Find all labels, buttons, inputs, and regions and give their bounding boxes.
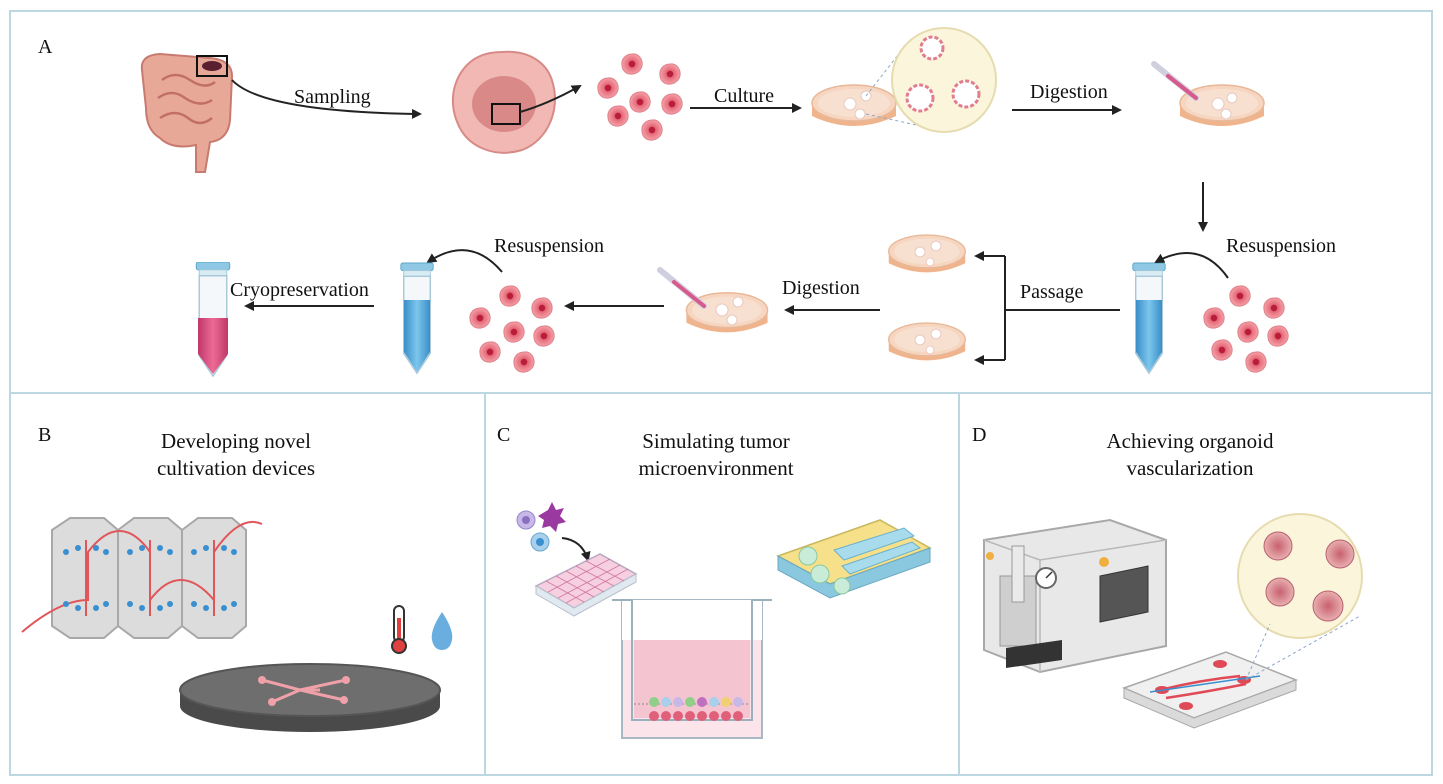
- resuspended-cells-1: [1203, 285, 1289, 373]
- panel-c-title-line2: microenvironment: [638, 456, 794, 480]
- panel-b-letter: B: [38, 424, 52, 446]
- panel-b-title-line1: Developing novel: [161, 429, 311, 453]
- panel-c-letter: C: [497, 424, 511, 446]
- resuspension-tube-2: [400, 262, 434, 374]
- vascular-organoid-zoom-icon: [1237, 513, 1363, 639]
- step-label-digestion-2: Digestion: [782, 277, 860, 299]
- panel-d-letter: D: [972, 424, 987, 446]
- pipette-icon-2: [657, 267, 707, 309]
- digestion-dish-icon: [1179, 84, 1265, 127]
- panel-a-letter: A: [38, 36, 53, 58]
- microfluidic-chip-array-icon: [21, 517, 263, 639]
- panel-d-title: Achieving organoid vascularization: [1040, 428, 1340, 482]
- passage-dish-bottom: [888, 322, 966, 362]
- step-label-sampling: Sampling: [294, 86, 371, 108]
- step-label-cryopreservation: Cryopreservation: [230, 279, 369, 301]
- panel-c-title: Simulating tumor microenvironment: [566, 428, 866, 482]
- tumor-tissue-icon: [451, 50, 556, 154]
- bioprinter-icon: [983, 518, 1167, 674]
- step-label-resuspension-1: Resuspension: [1226, 235, 1336, 257]
- resuspended-cells-2: [469, 285, 555, 373]
- arrow-passage: [974, 251, 1120, 365]
- arrow-tissue-to-cells: [519, 85, 582, 113]
- panel-d-title-line2: vascularization: [1126, 456, 1254, 480]
- transwell-icon: [612, 599, 772, 739]
- panel-c-title-line1: Simulating tumor: [642, 429, 790, 453]
- arrow-resuspension-2: [426, 249, 503, 273]
- step-label-digestion-1: Digestion: [1030, 81, 1108, 103]
- dissociated-cells-1: [597, 53, 683, 141]
- immune-cells-icon: [516, 502, 566, 552]
- cryo-tube-icon: [195, 262, 231, 377]
- arrow-add-cells: [561, 537, 591, 562]
- step-label-culture: Culture: [714, 85, 774, 107]
- organoid-zoom-icon: [891, 27, 997, 133]
- panel-b-title-line2: cultivation devices: [156, 456, 316, 480]
- chip-disc-icon: [179, 663, 441, 732]
- vascular-chip-icon: [1121, 615, 1361, 729]
- step-label-passage: Passage: [1020, 281, 1083, 303]
- water-drop-icon: [431, 612, 453, 650]
- step-label-resuspension-2: Resuspension: [494, 235, 604, 257]
- panel-d-title-line1: Achieving organoid: [1106, 429, 1274, 453]
- intestine-icon: [140, 52, 234, 173]
- passage-dish-top: [888, 234, 966, 274]
- organ-chip-icon: [776, 519, 932, 599]
- thermometer-icon: [391, 605, 407, 654]
- pipette-icon: [1151, 61, 1199, 101]
- well-plate-icon: [534, 553, 638, 617]
- digestion-dish-2: [685, 292, 769, 334]
- panel-b-title: Developing novel cultivation devices: [86, 428, 386, 482]
- resuspension-tube-1: [1132, 262, 1166, 374]
- arrow-sampling: [231, 79, 422, 119]
- arrow-resuspension-1: [1154, 252, 1229, 279]
